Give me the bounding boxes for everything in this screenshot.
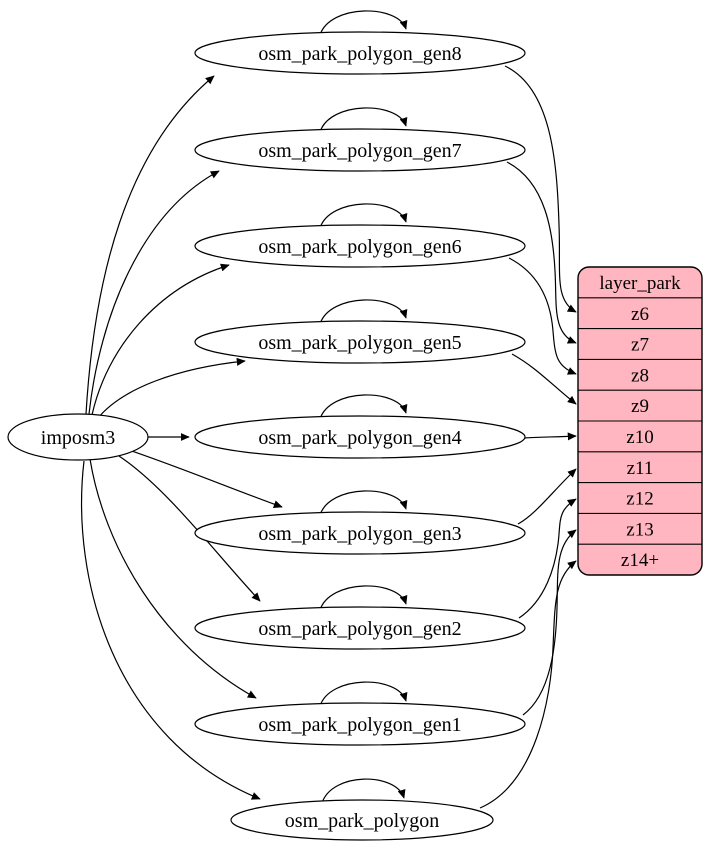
gen2-label: osm_park_polygon_gen2	[258, 618, 461, 640]
node-osm-park-polygon-gen3: osm_park_polygon_gen3	[194, 511, 526, 555]
self-loop-gen6	[319, 203, 408, 229]
node-osm-park-polygon-gen6: osm_park_polygon_gen6	[194, 224, 526, 268]
gen2-ellipse	[194, 606, 526, 650]
edge-imposm3-to-gen2	[118, 455, 261, 602]
imposm3-label: imposm3	[41, 427, 115, 449]
gen4-label: osm_park_polygon_gen4	[258, 427, 461, 449]
self-loop-gen5	[319, 299, 408, 325]
table-row-z8: z8	[631, 365, 649, 386]
gen8-ellipse	[194, 31, 526, 75]
self-loop-gen8	[319, 10, 408, 36]
gen5-label: osm_park_polygon_gen5	[258, 332, 461, 354]
table-row-z13: z13	[626, 519, 653, 540]
layer-park-title: layer_park	[599, 273, 681, 294]
table-row-z12: z12	[626, 489, 653, 510]
table-row-z6: z6	[631, 304, 649, 325]
edge-gen8-to-z6	[504, 65, 577, 313]
gen1-label: osm_park_polygon_gen1	[258, 714, 461, 736]
edge-gen6-to-z8	[508, 257, 577, 375]
node-osm-park-polygon: osm_park_polygon	[230, 799, 494, 841]
node-osm-park-polygon-gen8: osm_park_polygon_gen8	[194, 31, 526, 75]
gen6-label: osm_park_polygon_gen6	[258, 236, 461, 258]
layer-park-table: layer_park z6 z7 z8 z9 z10 z11 z12 z13 z…	[577, 266, 703, 576]
node-osm-park-polygon-gen1: osm_park_polygon_gen1	[194, 702, 526, 746]
edge-gen3-to-z11	[517, 468, 577, 525]
gen8-label: osm_park_polygon_gen8	[258, 43, 461, 65]
polygon-ellipse	[230, 799, 494, 841]
self-loop-gen2	[319, 585, 408, 611]
table-row-z11: z11	[627, 458, 654, 479]
self-loop-gen4	[319, 394, 408, 420]
gen3-label: osm_park_polygon_gen3	[258, 523, 461, 545]
gen7-label: osm_park_polygon_gen7	[258, 140, 461, 162]
edge-imposm3-to-gen1	[89, 458, 257, 699]
edge-imposm3-to-gen6	[91, 263, 230, 416]
self-loop-polygon	[321, 778, 406, 804]
imposm3-ellipse	[7, 413, 149, 461]
polygon-label: osm_park_polygon	[285, 810, 439, 832]
node-osm-park-polygon-gen5: osm_park_polygon_gen5	[194, 320, 526, 364]
edge-imposm3-to-polygon	[81, 460, 261, 800]
edge-imposm3-to-gen7	[88, 170, 220, 415]
edge-polygon-to-z14plus	[479, 560, 577, 809]
gen3-ellipse	[194, 511, 526, 555]
edge-imposm3-to-gen3	[122, 447, 283, 508]
edge-gen1-to-z13	[522, 529, 577, 716]
table-row-z14plus: z14+	[621, 550, 659, 571]
table-row-z7: z7	[631, 335, 649, 356]
node-osm-park-polygon-gen2: osm_park_polygon_gen2	[194, 606, 526, 650]
self-loop-gen1	[319, 681, 408, 707]
node-osm-park-polygon-gen7: osm_park_polygon_gen7	[194, 128, 526, 172]
self-loop-gen7	[319, 107, 408, 133]
edge-group	[81, 10, 577, 809]
gen4-ellipse	[194, 415, 526, 459]
edge-gen4-to-z10	[524, 432, 577, 441]
gen7-ellipse	[194, 128, 526, 172]
edge-gen7-to-z7	[506, 161, 577, 344]
edge-gen2-to-z12	[518, 498, 577, 619]
edge-gen5-to-z9	[511, 353, 577, 405]
table-row-z10: z10	[626, 427, 653, 448]
edge-imposm3-to-gen8	[85, 75, 215, 415]
edge-imposm3-to-gen5	[97, 357, 246, 419]
node-osm-park-polygon-gen4: osm_park_polygon_gen4	[194, 415, 526, 459]
gen1-ellipse	[194, 702, 526, 746]
gen5-ellipse	[194, 320, 526, 364]
gen6-ellipse	[194, 224, 526, 268]
self-loop-gen3	[319, 490, 408, 516]
table-row-z9: z9	[631, 396, 649, 417]
node-imposm3: imposm3	[7, 413, 149, 461]
